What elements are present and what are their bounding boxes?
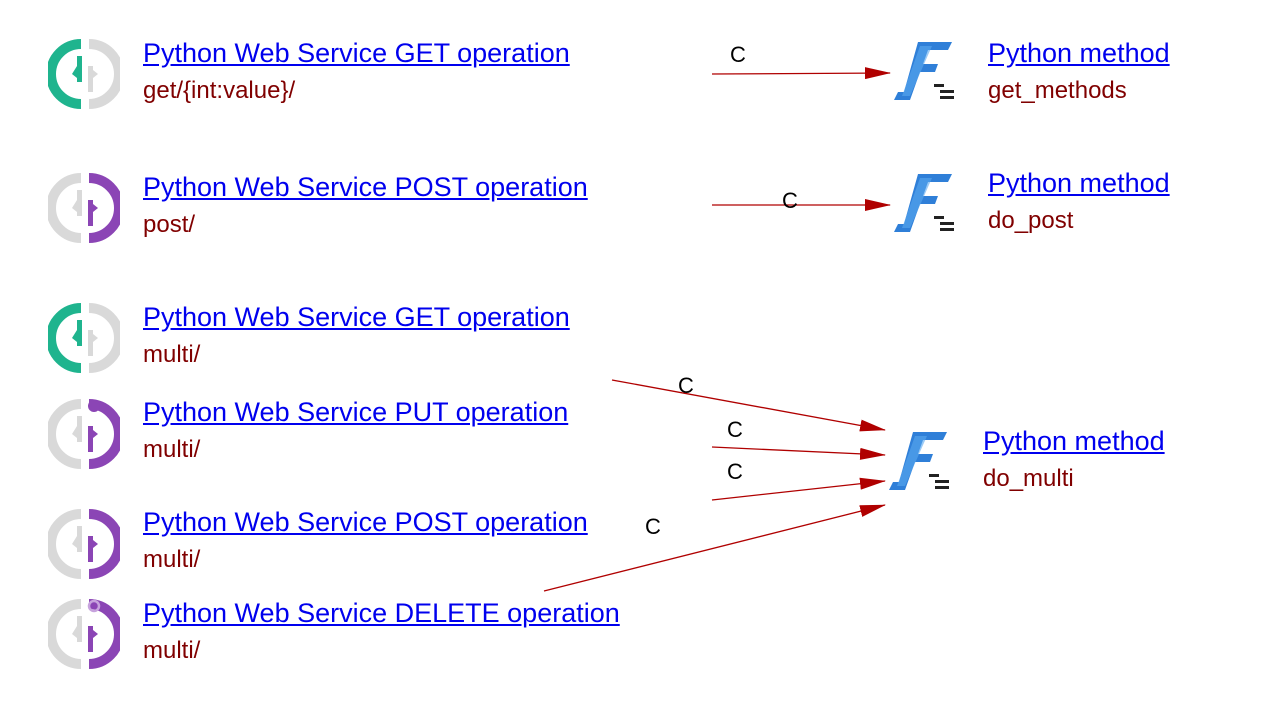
operation-path: multi/ <box>143 637 201 664</box>
edge-line <box>711 67 891 80</box>
method-link[interactable]: Python method <box>988 38 1170 68</box>
edge-line <box>711 446 886 460</box>
operation-path: get/{int:value}/ <box>143 77 296 104</box>
method-name: do_multi <box>983 465 1074 492</box>
python-function-icon <box>894 42 954 100</box>
edge-label: C <box>727 459 743 484</box>
edge-label: C <box>730 42 746 67</box>
edge-line <box>611 379 886 432</box>
post-operation-icon <box>48 509 120 579</box>
operation-link[interactable]: Python Web Service DELETE operation <box>143 598 620 628</box>
method-name: do_post <box>988 207 1074 234</box>
edge-label: C <box>678 373 694 398</box>
operation-path: multi/ <box>143 546 201 573</box>
python-function-icon <box>889 432 949 490</box>
edge-line <box>543 504 886 592</box>
edge-label: C <box>645 514 661 539</box>
operation-path: multi/ <box>143 341 201 368</box>
method-link[interactable]: Python method <box>983 426 1165 456</box>
operation-link[interactable]: Python Web Service PUT operation <box>143 397 569 427</box>
method-link[interactable]: Python method <box>988 168 1170 198</box>
operation-path: post/ <box>143 211 196 238</box>
get-operation-icon <box>48 39 120 109</box>
operation-path: multi/ <box>143 436 201 463</box>
operation-link[interactable]: Python Web Service POST operation <box>143 172 588 202</box>
operation-link[interactable]: Python Web Service GET operation <box>143 38 570 68</box>
edge-label: C <box>782 188 798 213</box>
post-operation-icon <box>48 173 120 243</box>
edge-line <box>711 477 886 501</box>
get-operation-icon <box>48 303 120 373</box>
python-function-icon <box>894 174 954 232</box>
edge-label: C <box>727 417 743 442</box>
put-operation-icon <box>48 399 120 469</box>
operation-link[interactable]: Python Web Service GET operation <box>143 302 570 332</box>
delete-operation-icon <box>48 599 120 669</box>
operation-link[interactable]: Python Web Service POST operation <box>143 507 588 537</box>
method-name: get_methods <box>988 77 1127 104</box>
